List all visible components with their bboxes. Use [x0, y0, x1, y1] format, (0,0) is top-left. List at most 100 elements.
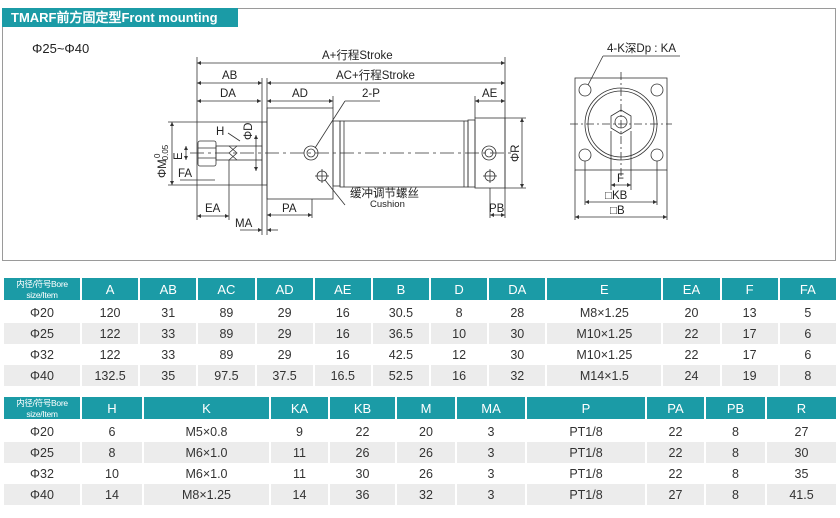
table-cell: 35: [140, 365, 197, 386]
table-cell: 8: [706, 442, 765, 463]
column-header: A: [82, 278, 139, 302]
table-cell: 5: [804, 305, 812, 320]
table-cell: 3: [487, 466, 495, 481]
table-cell: 24: [663, 365, 720, 386]
table-cell: M10×1.25: [576, 347, 633, 362]
table-cell: M8×1.25: [579, 305, 629, 320]
table-cell: PT1/8: [569, 424, 603, 439]
column-header: DA: [489, 278, 546, 302]
cushion-en-label: Cushion: [370, 199, 405, 210]
table-cell: 33: [140, 323, 197, 344]
table-cell: 22: [355, 424, 370, 439]
table-cell: 27: [794, 424, 809, 439]
column-header: M: [397, 397, 455, 421]
table-cell: 29: [277, 305, 292, 320]
column-header: KA: [271, 397, 328, 421]
table-cell: 52.5: [372, 365, 430, 386]
table-cell: 29: [256, 323, 313, 344]
table-cell: Φ32: [30, 466, 54, 481]
table-cell: 16.5: [314, 365, 371, 386]
table-cell: 16: [335, 305, 350, 320]
table-cell: 8: [779, 365, 836, 386]
h-label: H: [216, 126, 224, 138]
table-cell: 30: [510, 347, 525, 362]
ab-label: AB: [222, 70, 238, 82]
column-header: AD: [256, 278, 313, 302]
table-cell: Φ25: [4, 442, 80, 463]
table-cell: M5×0.8: [185, 424, 228, 439]
table-cell: Φ20: [30, 305, 54, 320]
2p-label: 2-P: [362, 88, 380, 100]
table-cell: 26: [397, 442, 455, 463]
table-cell: 31: [161, 305, 176, 320]
table-cell: M6×1.0: [185, 466, 228, 481]
table-cell: 8: [706, 484, 765, 505]
table-cell: M10×1.25: [547, 323, 662, 344]
column-header: FA: [779, 278, 836, 302]
table-cell: 8: [732, 424, 739, 439]
table-cell: 10: [431, 323, 488, 344]
bore-range-label: Φ25~Φ40: [32, 41, 89, 56]
table-cell: 89: [219, 347, 234, 362]
table-cell: 16: [431, 365, 488, 386]
column-header: B: [372, 278, 430, 302]
table-cell: 30: [489, 323, 546, 344]
table-cell: 9: [296, 424, 303, 439]
da-label: DA: [220, 88, 236, 100]
table-cell: 16: [335, 347, 350, 362]
column-header: MA: [457, 397, 525, 421]
a-stroke-label: A+行程Stroke: [322, 49, 393, 62]
table-cell: 35: [794, 466, 809, 481]
r-label: ΦR: [510, 145, 522, 162]
table-cell: PT1/8: [527, 484, 645, 505]
table-cell: 22: [668, 424, 683, 439]
column-header: P: [527, 397, 645, 421]
column-header: D: [431, 278, 488, 302]
table-cell: 26: [330, 442, 395, 463]
m-label: ΦM: [157, 159, 169, 178]
m-tol-lower: -0.05: [161, 144, 170, 163]
table-cell: 122: [82, 323, 139, 344]
column-header: EA: [663, 278, 720, 302]
table-cell: 97.5: [198, 365, 255, 386]
pa-label: PA: [282, 203, 297, 215]
table-cell: 16: [314, 323, 371, 344]
table-cell: 36: [330, 484, 395, 505]
table-cell: 12: [452, 347, 467, 362]
column-header: E: [547, 278, 662, 302]
table-cell: 20: [419, 424, 433, 439]
kb-label: □KB: [605, 190, 628, 202]
ad-label: AD: [292, 88, 308, 100]
column-header: F: [721, 278, 778, 302]
table-cell: 22: [668, 466, 683, 481]
fa-label: FA: [178, 168, 192, 180]
table-cell: 17: [742, 347, 757, 362]
pb-label: PB: [489, 203, 505, 215]
table-cell: 37.5: [256, 365, 313, 386]
e-label: E: [173, 152, 185, 160]
table-cell: 14: [271, 484, 328, 505]
table-cell: 30: [767, 442, 836, 463]
table-cell: M6×1.0: [144, 442, 269, 463]
b-label: □B: [610, 205, 625, 217]
f-label: F: [617, 173, 624, 185]
table-cell: Φ25: [4, 323, 80, 344]
table-cell: 32: [489, 365, 546, 386]
table-cell: Φ32: [30, 347, 54, 362]
table-cell: 26: [419, 466, 433, 481]
table-cell: 11: [293, 466, 306, 481]
table-cell: 3: [457, 442, 525, 463]
column-header: AE: [314, 278, 371, 302]
table-cell: PT1/8: [569, 466, 603, 481]
table-cell: 27: [647, 484, 704, 505]
table-cell: 22: [663, 323, 720, 344]
4k-label: 4-K深Dp : KA: [607, 41, 676, 55]
